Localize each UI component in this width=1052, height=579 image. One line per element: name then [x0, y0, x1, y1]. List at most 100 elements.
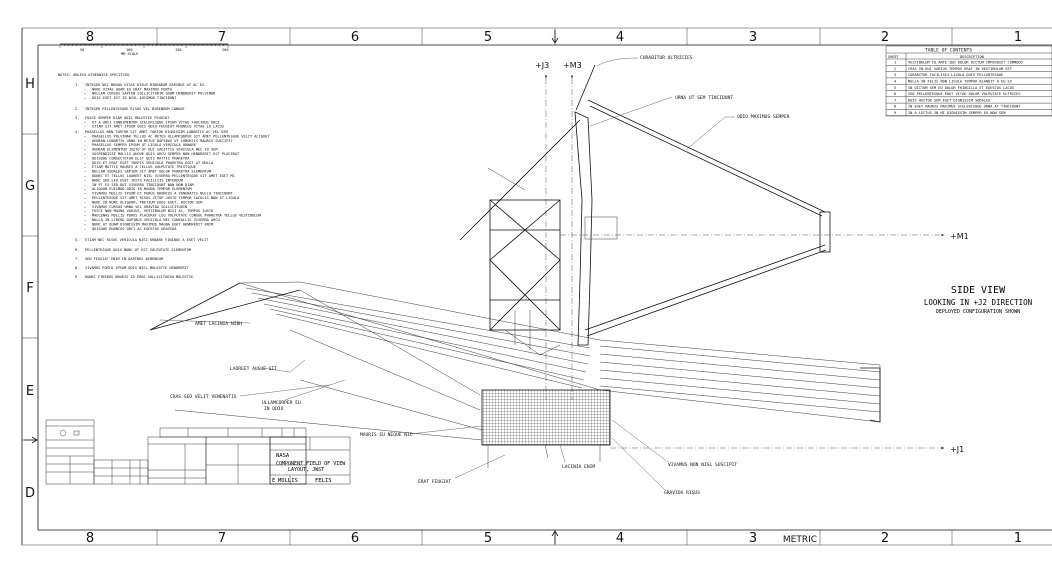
note-subitem: DUIS EGET EST ID NISL EUISMOD TINCIDUNT — [92, 96, 177, 100]
center-arrow-top-icon — [551, 30, 559, 44]
callout-vivamus-non-nisl: VIVAMUS NON NISL SUSCIPIT — [668, 462, 737, 468]
zone-number: 6 — [351, 531, 359, 546]
callout-lacinia-enim: LACINIA ENIM — [562, 464, 595, 470]
backplane-truss — [459, 119, 581, 356]
title-block-title-line2: LAYOUT, JWST — [288, 467, 324, 473]
general-notes: NOTES: UNLESS OTHERWISE SPECIFIED 1. INTE… — [58, 73, 270, 279]
axis-label-m1: +M1 — [950, 232, 969, 241]
note-subitem: QUISQUE CONSECTETUR ELIT QUIS MATTIS PHA… — [92, 156, 190, 160]
zone-number: 3 — [749, 30, 757, 45]
note-subitem: DUIS ET ERAT EGET TURPIS VEHICULA PHARET… — [92, 161, 214, 165]
toc-description: DUIS AUCTOR SEM EGET DIGNISSIM SODALES — [908, 98, 990, 102]
toc-description: CRAS IN DUI VARIUS TEMPUS ERAT IN VESTIB… — [908, 67, 1013, 71]
note-subitem: VIVAMUS MOLLIS IPSUM ET PURUS RHONCUS A … — [92, 192, 233, 196]
note-subitem: ETIAM MATTIS MAURIS A TELLUS VULPUTATE T… — [92, 165, 196, 169]
zone-number: 1 — [1014, 531, 1022, 546]
scale-label: MM SCALE — [121, 52, 138, 56]
view-title: SIDE VIEW — [951, 285, 1006, 296]
center-arrow-bottom-icon — [551, 530, 559, 544]
note-dash: – — [84, 120, 87, 124]
drawing-frame — [21, 27, 1052, 546]
note-dash: – — [84, 214, 87, 218]
zone-number: 3 — [749, 531, 757, 546]
note-dash: – — [84, 87, 87, 91]
note-dash: – — [84, 125, 87, 129]
zone-number: 2 — [881, 30, 889, 45]
toc-sheet-number: 3 — [894, 73, 896, 77]
note-number: 6. — [75, 248, 79, 252]
zone-number: 4 — [616, 531, 624, 546]
note-number: 8. — [75, 266, 79, 270]
zone-number: 1 — [1014, 30, 1022, 45]
note-dash: – — [84, 170, 87, 174]
note-dash: – — [84, 218, 87, 222]
note-number: 1. — [75, 83, 79, 87]
title-block-title-line1: COMPONENT FIELD OF VIEW — [276, 461, 346, 467]
note-dash: – — [84, 187, 87, 191]
zone-numbers-bottom: 8 7 6 5 4 3 2 1 — [86, 531, 1022, 546]
note-text: ETIAM NEC RISUS VEHICULA NISI ORNARE FIN… — [85, 238, 209, 242]
note-subitem: PELLENTESQUE SIT AMET RISUS VITAE JUSTO … — [92, 196, 240, 200]
callouts: CURABITUR ULTRICIES URNA UT SEM TINCIDUN… — [159, 55, 790, 496]
note-dash: – — [84, 227, 87, 231]
toc-sheet-number: 9 — [894, 111, 896, 115]
toc-description: IN EGET MAURIS MAXIMUS SCELERISQUE URNA … — [908, 105, 1021, 109]
zone-number: 4 — [616, 30, 624, 45]
note-subitem: UT A ORCI CONDIMENTUM SCELERISQUE IPSUM … — [92, 120, 220, 124]
note-subitem: NUNC SED LEO EGET JUSTO FACILISIS INTERD… — [92, 178, 184, 182]
toc-sheet-number: 4 — [894, 80, 896, 84]
sunshield — [239, 281, 881, 423]
center-arrow-left-icon — [24, 436, 38, 444]
note-subitem: AENEAN ELEMENTUM JUSTO UT DUI SAGITTIS V… — [92, 148, 218, 152]
callout-urna-ut-sem-tincidunt: URNA UT SEM TINCIDUNT — [675, 95, 733, 101]
note-number: 5. — [75, 238, 79, 242]
toc-sheet-number: 7 — [894, 98, 896, 102]
zone-row-letter: F — [26, 281, 33, 296]
title-block-size: E — [272, 478, 275, 484]
zone-number: 8 — [86, 531, 94, 546]
note-text: INTEGER NEC MAGNA VITAE RISUS BIBENDUM D… — [85, 83, 206, 87]
note-dash: – — [84, 205, 87, 209]
mm-scale: 50 100 150 200 MM SCALE — [59, 43, 229, 56]
toc-title: TABLE OF CONTENTS — [925, 48, 972, 54]
toc-description: SED PELLENTESQUE ERAT VITAE DOLOR VULPUT… — [908, 92, 1021, 96]
note-subitem: ALIQUAM EUISMOD ODIO IN MAGNA TEMPOR ELE… — [92, 187, 192, 191]
primary-mirror — [574, 111, 593, 346]
table-of-contents: TABLE OF CONTENTS SHEET DESCRIPTION 1 VES… — [885, 45, 1052, 117]
zone-number: 7 — [218, 30, 226, 45]
toc-sheet-number: 2 — [894, 67, 896, 71]
note-subitem: FUSCE NON MAGNA VARIUS, VESTIBULUM NISI … — [92, 209, 213, 213]
note-number: 2. — [75, 107, 79, 111]
zone-row-letter: D — [25, 486, 35, 501]
toc-sheet-number: 6 — [894, 92, 896, 96]
note-dash: – — [84, 178, 87, 182]
spacecraft-bus — [481, 389, 611, 446]
note-dash: – — [84, 148, 87, 152]
zone-number: 6 — [351, 30, 359, 45]
callout-ullamcorper-eu: ULLAMCORPER EU — [262, 400, 301, 406]
scale-tick-label: 200 — [222, 48, 229, 52]
zone-number: 5 — [484, 531, 492, 546]
notes-header: NOTES: UNLESS OTHERWISE SPECIFIED — [58, 73, 129, 77]
zone-row-letter: G — [25, 179, 35, 194]
note-text: SED FEUGIAT ENIM IN DAPIBUS BIBENDUM — [85, 257, 164, 261]
zone-number: 7 — [218, 531, 226, 546]
toc-sheet-number: 1 — [894, 61, 896, 65]
note-subitem: ETIAM SIT AMET IPSUM QUIS ODIO FEUGIAT R… — [92, 125, 224, 129]
note-dash: – — [84, 92, 87, 96]
toc-col-description: DESCRIPTION — [960, 55, 984, 59]
note-number: 3. — [75, 116, 79, 120]
note-subitem: NUNC AT QUAM DIGNISSIM MAXIMUS MAGNA EGE… — [92, 222, 214, 226]
note-text: INTEGER PELLENTESQUE RISUS VEL BIBENDUM … — [85, 107, 185, 111]
callout-in-odio: IN ODIO — [264, 406, 284, 412]
toc-description: NULLA IN FELIS NON LIGULA TEMPOR BLANDIT… — [908, 80, 1013, 84]
toc-col-sheet: SHEET — [888, 55, 900, 59]
view-note: DEPLOYED CONFIGURATION SHOWN — [936, 309, 1020, 315]
note-dash: – — [84, 165, 87, 169]
scale-tick-label: 100 — [126, 48, 133, 52]
note-subitem: PHASELLUS SEMPER IPSUM UT LIGULA VEHICUL… — [92, 143, 196, 147]
zone-number: 2 — [881, 531, 889, 546]
note-dash: – — [84, 161, 87, 165]
toc-description: VESTIBULUM ID ANTE SED DOLOR DICTUM IMPE… — [908, 61, 1023, 65]
